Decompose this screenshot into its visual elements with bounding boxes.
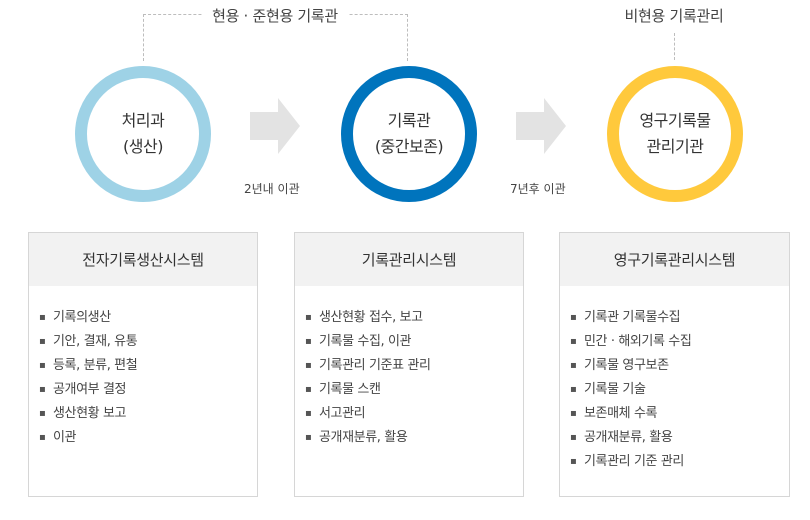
list-item: ▪ 공개재분류, 활용 — [305, 426, 523, 450]
list-item-text: 보존매체 수록 — [584, 406, 658, 421]
stage-circle-processing: 처리과 (생산) — [75, 66, 211, 202]
system-box-records-management: 기록관리시스템 ▪ 생산현황 접수, 보고 ▪ 기록물 수집, 이관 ▪ 기록관리 기… — [294, 232, 524, 497]
transfer-arrow-icon — [516, 98, 566, 154]
transfer-label: 2년내 이관 — [244, 182, 300, 196]
list-item: ▪ 민간 · 해외기록 수집 — [570, 330, 789, 354]
transfer-arrow-icon — [250, 98, 300, 154]
list-item: ▪ 기록관 기록물수집 — [570, 306, 789, 330]
bullet-icon: ▪ — [570, 384, 577, 395]
bullet-icon: ▪ — [39, 312, 46, 323]
stage-title: 영구기록물 — [639, 111, 711, 130]
list-item-text: 기록관리 기준 관리 — [584, 454, 684, 469]
bullet-icon: ▪ — [39, 360, 46, 371]
bullet-icon: ▪ — [570, 456, 577, 467]
list-item: ▪ 생산현황 접수, 보고 — [305, 306, 523, 330]
active-records-label: 현용 · 준현용 기록관 — [202, 5, 348, 26]
list-item: ▪ 기록물 영구보존 — [570, 354, 789, 378]
inactive-records-connector — [674, 33, 675, 60]
stage-subtitle: (중간보존) — [374, 137, 444, 156]
list-item-text: 기록의생산 — [53, 310, 111, 325]
list-item-text: 공개재분류, 활용 — [584, 430, 673, 445]
list-item: ▪ 공개여부 결정 — [39, 378, 257, 402]
list-item: ▪ 보존매체 수록 — [570, 402, 789, 426]
bullet-icon: ▪ — [305, 360, 312, 371]
list-item-text: 민간 · 해외기록 수집 — [584, 334, 692, 349]
system-box-title: 전자기록생산시스템 — [29, 233, 257, 286]
stage-subtitle: (생산) — [123, 137, 163, 156]
stage-subtitle: 관리기관 — [646, 137, 704, 156]
list-item: ▪ 이관 — [39, 426, 257, 450]
list-item-text: 생산현황 보고 — [53, 406, 127, 421]
list-item-text: 기록관리 기준표 관리 — [319, 358, 431, 373]
list-item: ▪ 등록, 분류, 편철 — [39, 354, 257, 378]
list-item-text: 생산현황 접수, 보고 — [319, 310, 423, 325]
list-item-text: 공개여부 결정 — [53, 382, 127, 397]
list-item: ▪ 기록관리 기준표 관리 — [305, 354, 523, 378]
list-item: ▪ 서고관리 — [305, 402, 523, 426]
stage-circle-records-center: 기록관 (중간보존) — [341, 66, 477, 202]
stage-title: 처리과 — [121, 111, 165, 130]
list-item: ▪ 기록물 스캔 — [305, 378, 523, 402]
list-item: ▪ 공개재분류, 활용 — [570, 426, 789, 450]
list-item: ▪ 생산현황 보고 — [39, 402, 257, 426]
bullet-icon: ▪ — [570, 312, 577, 323]
bullet-icon: ▪ — [570, 336, 577, 347]
bullet-icon: ▪ — [305, 384, 312, 395]
inactive-records-label: 비현용 기록관리 — [614, 5, 734, 26]
bullet-icon: ▪ — [305, 312, 312, 323]
list-item: ▪ 기록관리 기준 관리 — [570, 450, 789, 474]
bullet-icon: ▪ — [39, 432, 46, 443]
system-box-permanent-records: 영구기록관리시스템 ▪ 기록관 기록물수집 ▪ 민간 · 해외기록 수집 ▪ 기록물 … — [559, 232, 790, 497]
list-item-text: 이관 — [53, 430, 77, 445]
bullet-icon: ▪ — [39, 336, 46, 347]
bullet-icon: ▪ — [570, 408, 577, 419]
bullet-icon: ▪ — [39, 384, 46, 395]
bullet-icon: ▪ — [305, 336, 312, 347]
list-item-text: 기록물 스캔 — [319, 382, 381, 397]
list-item-text: 공개재분류, 활용 — [319, 430, 408, 445]
list-item-text: 기록물 영구보존 — [584, 358, 669, 373]
list-item: ▪ 기안, 결재, 유통 — [39, 330, 257, 354]
bullet-icon: ▪ — [39, 408, 46, 419]
system-box-title: 영구기록관리시스템 — [560, 233, 789, 286]
list-item: ▪ 기록물 기술 — [570, 378, 789, 402]
system-function-list: ▪ 기록관 기록물수집 ▪ 민간 · 해외기록 수집 ▪ 기록물 영구보존 ▪ 기록물 … — [560, 286, 789, 474]
system-function-list: ▪ 생산현황 접수, 보고 ▪ 기록물 수집, 이관 ▪ 기록관리 기준표 관리 ▪ 기… — [295, 286, 523, 450]
bullet-icon: ▪ — [570, 432, 577, 443]
list-item-text: 기록물 기술 — [584, 382, 646, 397]
list-item-text: 등록, 분류, 편철 — [53, 358, 138, 373]
stage-title: 기록관 — [387, 111, 431, 130]
list-item-text: 기안, 결재, 유통 — [53, 334, 138, 349]
transfer-label: 7년후 이관 — [510, 182, 566, 196]
system-function-list: ▪기록의생산 ▪기안, 결재, 유통 ▪등록, 분류, 편철 ▪공개여부 결정 … — [29, 286, 257, 450]
system-box-title: 기록관리시스템 — [295, 233, 523, 286]
list-item-text: 서고관리 — [319, 406, 366, 421]
stage-circle-archives: 영구기록물 관리기관 — [607, 66, 743, 202]
list-item-text: 기록관 기록물수집 — [584, 310, 681, 325]
list-item-text: 기록물 수집, 이관 — [319, 334, 412, 349]
list-item: ▪ 기록물 수집, 이관 — [305, 330, 523, 354]
bullet-icon: ▪ — [305, 408, 312, 419]
list-item: ▪ 기록의생산 — [39, 306, 257, 330]
system-box-production: 전자기록생산시스템 ▪ 기록의생산 ▪ 기안, 결재, 유통 ▪ 등록, 분류, 편철… — [28, 232, 258, 497]
bullet-icon: ▪ — [305, 432, 312, 443]
bullet-icon: ▪ — [570, 360, 577, 371]
